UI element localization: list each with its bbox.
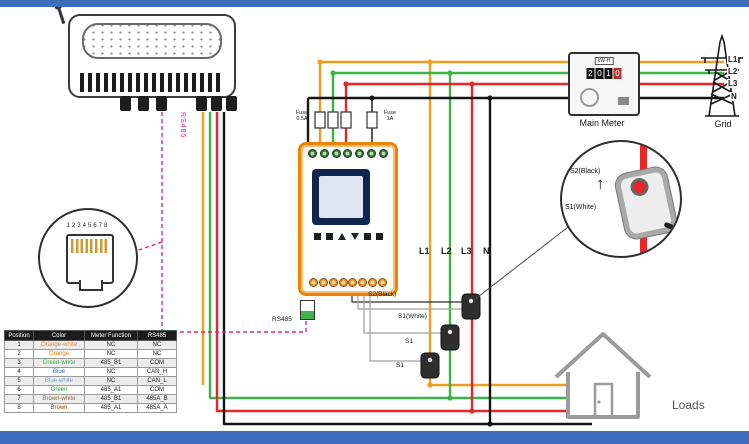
l2-phase-label: L2 (441, 246, 452, 256)
inverter-connector (138, 96, 149, 111)
grid-n-label: N (730, 92, 738, 101)
rs485-cable (132, 112, 307, 333)
ct-clamps (420, 293, 481, 379)
top-border-bar (0, 0, 749, 7)
n-phase-label: N (483, 246, 490, 256)
bottom-border-bar (0, 431, 749, 444)
rj45-detail-callout: 12345678 (38, 208, 138, 308)
meter-digit: 0 (613, 68, 622, 79)
meter-bottom-terminals (309, 278, 387, 287)
l3-phase-label: L3 (461, 246, 472, 256)
direction-arrow-icon: ↑ (596, 174, 605, 193)
grid-tower-icon (701, 34, 743, 117)
ct-clamp-detail-callout: ↑ S2(Black) S1(White) (560, 140, 682, 258)
inverter-vent-panel (82, 23, 222, 59)
grid-caption: Grid (714, 119, 732, 129)
meter-digit: 1 (604, 68, 613, 79)
rj45-clip (79, 280, 103, 291)
ct-s1-label: S1(White) (565, 204, 597, 211)
inverter-connector (226, 96, 237, 111)
ct-s2-label: S2(Black) (570, 168, 601, 175)
meter-top-terminals (308, 149, 388, 158)
col-meter-function: Meter Function (84, 330, 138, 341)
fuse-small-label: Fuse 0.5A (295, 110, 309, 123)
rs485-label-inverter: RS485 (179, 112, 186, 139)
inverter-connector (156, 96, 167, 111)
main-meter-register: 2 0 1 0 (586, 68, 622, 79)
s1-label-a: S1 (405, 338, 413, 345)
inverter-body (68, 14, 236, 98)
loads-caption: Loads (672, 398, 705, 412)
loads-house-icon (554, 332, 652, 419)
rj45-gold-pins (71, 239, 109, 253)
col-rs485: RS485 (137, 330, 177, 341)
meter-digit: 2 (586, 68, 595, 79)
main-meter-dial (580, 88, 599, 107)
meter-display (312, 169, 370, 225)
l1-phase-label: L1 (419, 246, 430, 256)
rj45-pin-numbers: 12345678 (66, 223, 110, 229)
main-meter-terminal-cover (618, 97, 629, 105)
inverter-heatsink (80, 73, 224, 92)
inverter (57, 8, 237, 124)
s1-white-label: S1(White) (398, 313, 427, 320)
grid-l2-label: L2 (727, 67, 739, 76)
main-meter-caption: Main Meter (579, 118, 625, 128)
meter-buttons (314, 233, 383, 240)
grid-l3-label: L3 (727, 79, 739, 88)
table-header-row: Position Color Meter Function RS485 (4, 330, 177, 341)
inverter-connector (196, 96, 207, 111)
rj45-connector-icon (66, 234, 114, 291)
main-meter: kW·H 2 0 1 0 (568, 52, 640, 116)
s1-label-b: S1 (396, 362, 404, 369)
col-position: Position (4, 330, 34, 341)
kwh-unit-label: kW·H (594, 57, 614, 65)
ct-clamp-icon (613, 165, 680, 241)
s2-black-label: S2(Black) (368, 291, 397, 298)
inverter-connector (120, 96, 131, 111)
down-arrow-button (351, 233, 359, 240)
fuse-large-label: Fuse 1A (383, 110, 397, 123)
meter-digit: 0 (595, 68, 604, 79)
smart-meter (298, 142, 398, 296)
inverter-connector (211, 96, 222, 111)
up-arrow-button (338, 233, 346, 240)
col-color: Color (33, 330, 85, 341)
ct-callout-line (473, 223, 573, 301)
grid-l1-label: L1 (727, 55, 739, 64)
meter-rs485-port (300, 300, 315, 320)
rs485-label-meter-port: RS485 (272, 316, 292, 323)
ct-clamp-hole (628, 176, 651, 198)
fuse-group (314, 111, 378, 129)
junction-dots (317, 59, 493, 427)
